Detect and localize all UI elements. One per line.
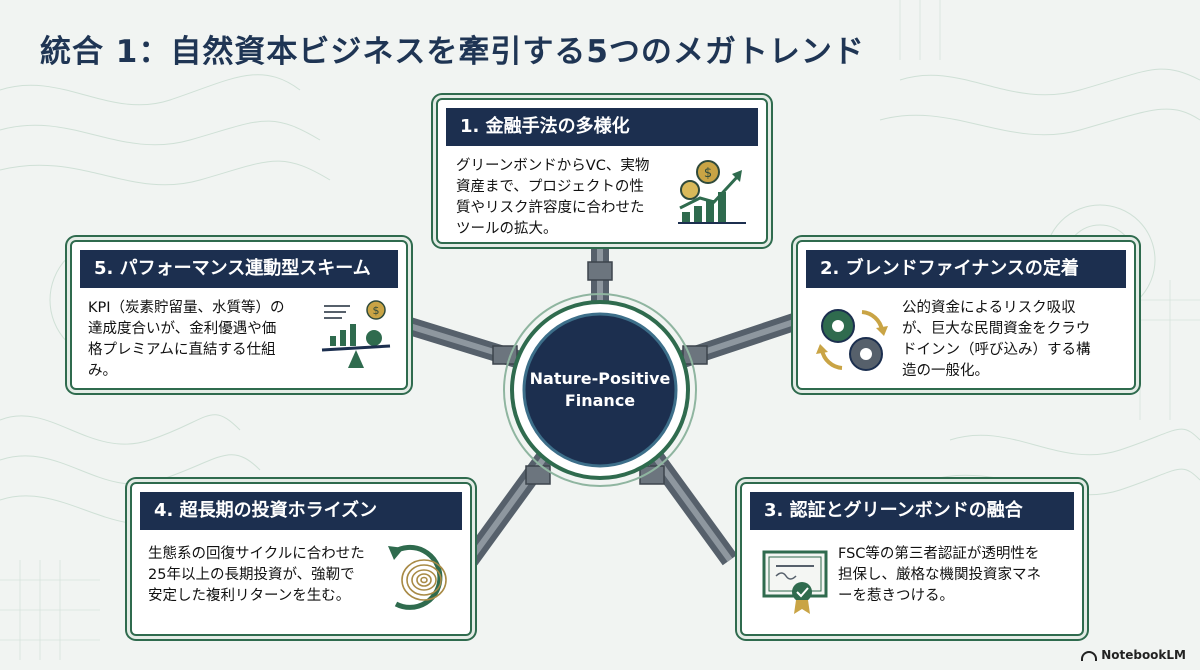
card-text-line: KPI（炭素貯留量、水質等）の <box>88 300 285 316</box>
card-text-line: み。 <box>88 363 117 379</box>
card-text-line: が、巨大な民間資金をクラウ <box>902 321 1091 337</box>
card-heading: 4. 超長期の投資ホライズン <box>140 492 462 530</box>
brand-logo: NotebookLM <box>1081 648 1186 662</box>
hub-label: Nature-Positive Finance <box>520 368 680 412</box>
card-text-line: 担保し、厳格な機関投資家マネ <box>838 567 1041 583</box>
card-text-line: 質やリスク許容度に合わせた <box>456 200 645 216</box>
gears-cycle-icon <box>816 309 888 371</box>
card-text-line: 生態系の回復サイクルに合わせた <box>148 546 365 562</box>
card-text-line: ーを惹きつける。 <box>838 588 954 604</box>
growth-chart-coins-icon: $ <box>678 160 746 224</box>
card-text-line: 資産まで、プロジェクトの性 <box>456 179 644 195</box>
card-text-line: FSC等の第三者認証が透明性を <box>838 546 1040 562</box>
card-text-line: 公的資金によるリスク吸収 <box>902 300 1076 316</box>
card-heading: 1. 金融手法の多様化 <box>446 108 758 146</box>
page-title: 統合 1：自然資本ビジネスを牽引する5つのメガトレンド <box>40 34 865 70</box>
card-text-line: ドインン（呼び込み）する構 <box>902 342 1091 358</box>
card-text-line: 格プレミアムに直結する仕組 <box>88 342 276 358</box>
hub-label-line2: Finance <box>564 391 636 410</box>
svg-text:$: $ <box>373 304 380 317</box>
trend-card-4: 4. 超長期の投資ホライズン 生態系の回復サイクルに合わせた 25年以上の長期投… <box>130 482 472 636</box>
trend-card-5: 5. パフォーマンス連動型スキーム KPI（炭素貯留量、水質等）の 達成度合いが… <box>70 240 408 390</box>
card-text-line: 達成度合いが、金利優遇や価 <box>88 321 277 337</box>
card-text-line: 安定した複利リターンを生む。 <box>148 588 351 604</box>
tree-rings-icon <box>388 544 447 610</box>
trend-card-1: 1. 金融手法の多様化 グリーンボンドからVC、実物 資産まで、プロジェクトの性… <box>436 98 768 244</box>
svg-text:$: $ <box>704 166 712 181</box>
card-text-line: 25年以上の長期投資が、強靭で <box>148 567 355 583</box>
card-text: 公的資金によるリスク吸収 が、巨大な民間資金をクラウ ドインン（呼び込み）する構… <box>902 298 1122 382</box>
hub-label-line1: Nature-Positive <box>529 369 671 388</box>
card-text: グリーンボンドからVC、実物 資産まで、プロジェクトの性 質やリスク許容度に合わ… <box>456 156 676 240</box>
card-text-line: ツールの拡大。 <box>456 221 558 237</box>
card-heading: 3. 認証とグリーンボンドの融合 <box>750 492 1074 530</box>
trend-card-2: 2. ブレンドファイナンスの定着 公的資金によるリスク吸収 が、巨大な民間資金を… <box>796 240 1136 390</box>
card-heading: 2. ブレンドファイナンスの定着 <box>806 250 1126 288</box>
card-text-line: グリーンボンドからVC、実物 <box>456 158 650 174</box>
card-text: 生態系の回復サイクルに合わせた 25年以上の長期投資が、強靭で 安定した複利リタ… <box>148 544 388 607</box>
card-text-line: 造の一般化。 <box>902 363 989 379</box>
brand-label: NotebookLM <box>1101 648 1186 662</box>
trend-card-3: 3. 認証とグリーンボンドの融合 FSC等の第三者認証が透明性を 担保し、厳格な… <box>740 482 1084 636</box>
card-text: KPI（炭素貯留量、水質等）の 達成度合いが、金利優遇や価 格プレミアムに直結す… <box>88 298 316 382</box>
notebooklm-icon <box>1081 650 1098 661</box>
card-heading: 5. パフォーマンス連動型スキーム <box>80 250 398 288</box>
scale-kpi-icon: $ <box>321 300 391 368</box>
card-text: FSC等の第三者認証が透明性を 担保し、厳格な機関投資家マネ ーを惹きつける。 <box>838 544 1074 607</box>
hub-circle <box>522 312 678 468</box>
certificate-icon <box>762 550 828 614</box>
